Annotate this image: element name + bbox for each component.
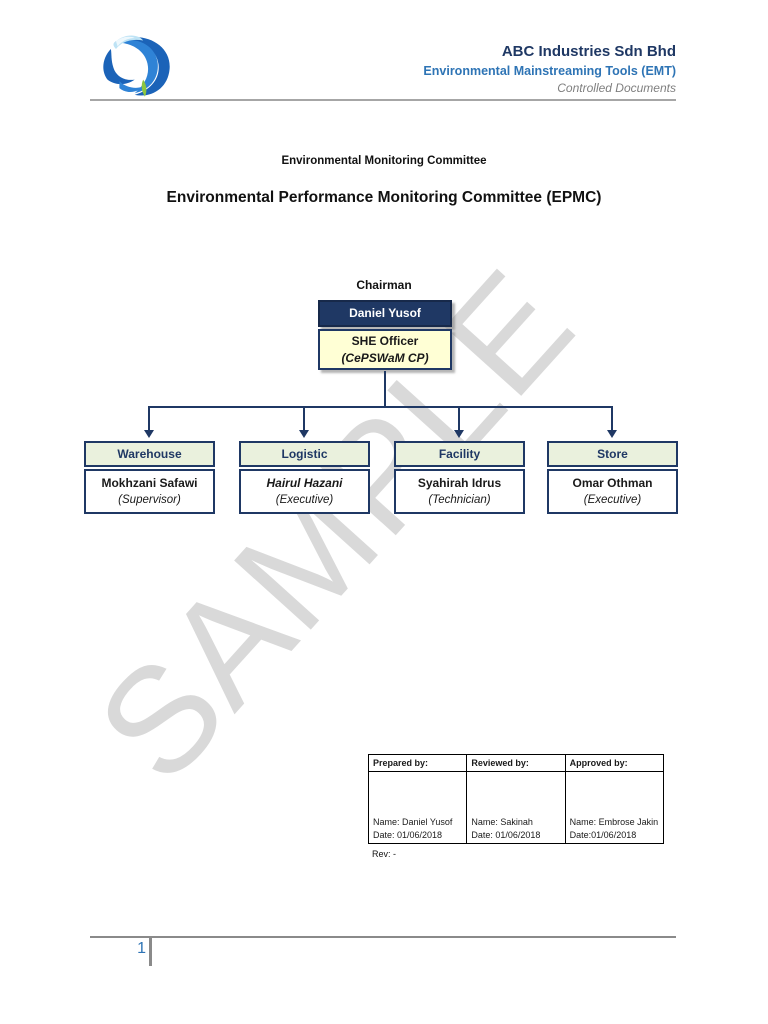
- approval-table: Prepared by: Reviewed by: Approved by: N…: [367, 754, 665, 844]
- arrow-down-icon: [144, 430, 154, 438]
- committee-title: Environmental Monitoring Committee: [281, 155, 487, 167]
- company-name: ABC Industries Sdn Bhd: [501, 43, 676, 60]
- document-header: ABC Industries Sdn Bhd Environmental Mai…: [423, 42, 676, 96]
- dept-member-name: Mokhzani Safawi: [101, 476, 198, 490]
- revision-note: Rev: -: [372, 849, 397, 859]
- approval-header-row: Prepared by: Reviewed by: Approved by:: [367, 754, 665, 772]
- approved-date: Date:01/06/2018: [569, 829, 637, 840]
- chairman-role: SHE Officer: [351, 334, 419, 348]
- reviewed-date: Date: 01/06/2018: [471, 829, 541, 840]
- chairman-name: Daniel Yusof: [318, 300, 452, 327]
- dept-node-logistic: Logistic Hairul Hazani (Executive): [239, 441, 370, 514]
- reviewed-by-header: Reviewed by:: [466, 754, 566, 772]
- prepared-by-cell: Name: Daniel Yusof Date: 01/06/2018: [367, 771, 468, 844]
- chairman-label: Chairman: [356, 278, 412, 292]
- approved-by-cell: Name: Embrose Jakin Date:01/06/2018: [564, 771, 665, 844]
- prepared-name: Name: Daniel Yusof: [373, 817, 453, 827]
- dept-member-role: (Executive): [275, 494, 334, 506]
- document-subtitle: Environmental Mainstreaming Tools (EMT): [423, 64, 676, 78]
- chairman-node: Daniel Yusof SHE Officer (CePSWaM CP): [318, 300, 452, 370]
- dept-member-box: Mokhzani Safawi (Supervisor): [84, 469, 215, 514]
- dept-title: Logistic: [239, 441, 370, 467]
- dept-member-box: Hairul Hazani (Executive): [239, 469, 370, 514]
- prepared-date: Date: 01/06/2018: [373, 829, 443, 840]
- dept-member-name: Omar Othman: [572, 476, 653, 490]
- footer-divider: [90, 936, 676, 938]
- connector-drop-line: [458, 408, 460, 430]
- dept-title: Warehouse: [84, 441, 215, 467]
- approved-name: Name: Embrose Jakin: [569, 817, 659, 827]
- approval-body-row: Name: Daniel Yusof Date: 01/06/2018 Name…: [367, 771, 665, 844]
- dept-title: Facility: [394, 441, 525, 467]
- chairman-qualification: (CePSWaM CP): [341, 351, 429, 365]
- page-number: 1: [137, 940, 146, 957]
- connector-drop-line: [611, 408, 613, 430]
- reviewed-name: Name: Sakinah: [471, 817, 533, 827]
- approved-by-header: Approved by:: [564, 754, 665, 772]
- prepared-by-header: Prepared by:: [367, 754, 468, 772]
- footer-cursor-bar: [149, 937, 152, 966]
- dept-node-warehouse: Warehouse Mokhzani Safawi (Supervisor): [84, 441, 215, 514]
- dept-member-role: (Supervisor): [118, 494, 181, 506]
- page-title: Environmental Performance Monitoring Com…: [166, 189, 602, 206]
- document-type-label: Controlled Documents: [557, 81, 676, 95]
- dept-node-store: Store Omar Othman (Executive): [547, 441, 678, 514]
- connector-vertical-line: [384, 371, 386, 407]
- dept-member-role: (Technician): [428, 494, 491, 506]
- dept-member-name: Syahirah Idrus: [417, 476, 502, 490]
- dept-title: Store: [547, 441, 678, 467]
- connector-drop-line: [303, 408, 305, 430]
- arrow-down-icon: [299, 430, 309, 438]
- arrow-down-icon: [454, 430, 464, 438]
- dept-node-facility: Facility Syahirah Idrus (Technician): [394, 441, 525, 514]
- connector-horizontal-line: [148, 406, 613, 408]
- chairman-role-box: SHE Officer (CePSWaM CP): [318, 329, 452, 370]
- dept-member-name: Hairul Hazani: [266, 476, 343, 490]
- company-logo-bird-swirl-icon: [103, 35, 170, 97]
- reviewed-by-cell: Name: Sakinah Date: 01/06/2018: [466, 771, 566, 844]
- dept-member-box: Syahirah Idrus (Technician): [394, 469, 525, 514]
- arrow-down-icon: [607, 430, 617, 438]
- connector-drop-line: [148, 408, 150, 430]
- dept-member-role: (Executive): [583, 494, 642, 506]
- header-divider: [90, 99, 676, 101]
- dept-member-box: Omar Othman (Executive): [547, 469, 678, 514]
